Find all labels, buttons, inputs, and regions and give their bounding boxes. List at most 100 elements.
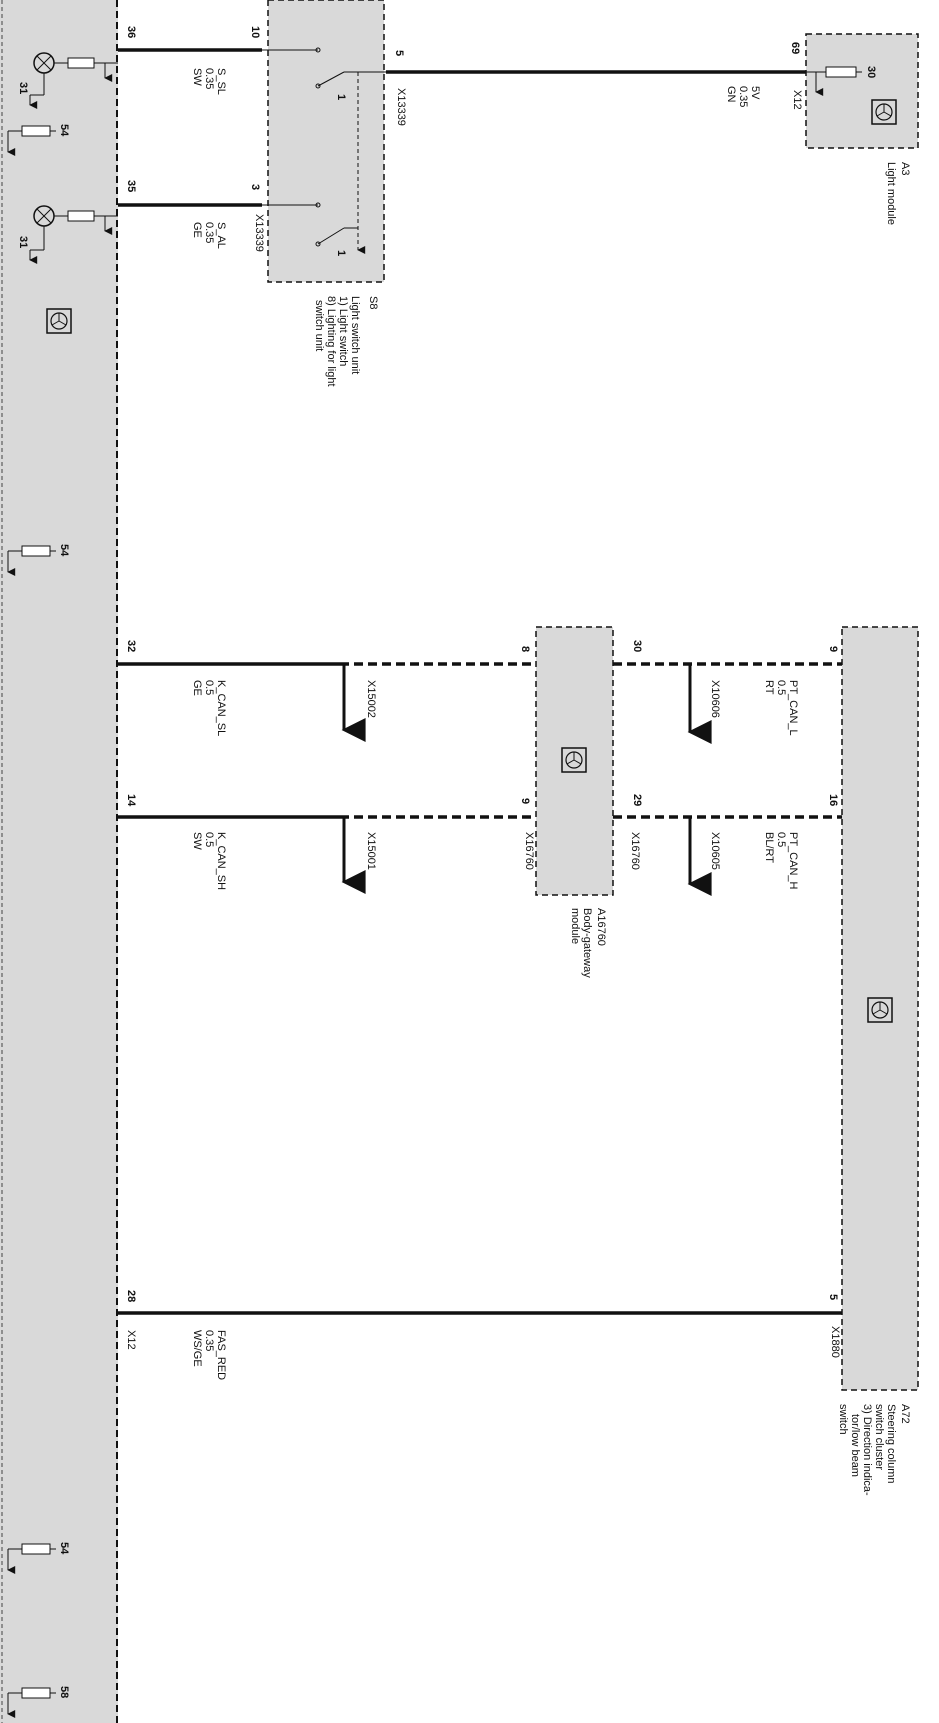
- wire-5v-pin-left: 5: [393, 50, 405, 56]
- wire-pt-can-h-color: BL/RT: [763, 832, 775, 863]
- wire-s-al-pin-right: 3: [249, 184, 261, 190]
- s8-light-switch-unit: 1 1 S8 Light switch unit 1) Light switch…: [262, 0, 386, 387]
- wire-k-can-sh: 14 9 K_CAN_SH 0.5 SW X15001: [118, 794, 536, 894]
- wire-pt-can-l-pin-left: 30: [631, 640, 643, 652]
- wire-pt-can-h-name: PT_CAN_H: [787, 832, 799, 890]
- wire-5v: 5 69 5V 0.35 GN X13339: [386, 42, 806, 126]
- s8-desc-3: 8) Lighting for light: [325, 296, 337, 387]
- s8-desc-4: switch unit: [313, 300, 325, 351]
- wire-5v-size: 0.35: [737, 86, 749, 107]
- wire-pt-can-h-pin-right: 16: [827, 794, 839, 806]
- a72-ref: A72: [899, 1404, 911, 1424]
- wire-s-sl-pin-left: 36: [125, 26, 137, 38]
- wire-pt-can-h: 29 16 PT_CAN_H 0.5 BL/RT X10605: [613, 794, 842, 896]
- wire-s-al-name: S_AL: [215, 222, 227, 249]
- lamp-2: 31: [17, 205, 118, 264]
- wire-pt-can-l-connector: X10606: [709, 680, 721, 718]
- a3-ref: A3: [899, 162, 911, 175]
- ground-58-bottom-label: 58: [58, 1686, 70, 1698]
- wire-5v-color: GN: [725, 86, 737, 103]
- wire-fas-red-pin-left: 28: [125, 1290, 137, 1302]
- wire-s-sl-pin-right: 10: [249, 26, 261, 38]
- ground-54-top-label: 54: [58, 124, 70, 137]
- ground-54-bottom-label: 54: [58, 1542, 70, 1555]
- ground-54-top: 54: [7, 124, 70, 156]
- wire-pt-can-h-size: 0.5: [775, 832, 787, 847]
- wire-k-can-sh-color: SW: [191, 832, 203, 850]
- s8-switch-1-pos: 1: [335, 94, 347, 100]
- a72-steering-column-switch-cluster: A72 Steering column switch cluster 3) Di…: [829, 626, 919, 1496]
- a72-desc-1: Steering column: [885, 1404, 897, 1484]
- ground-54-mid: 54: [7, 544, 70, 576]
- wire-fas-red-color: WS/GE: [191, 1330, 203, 1367]
- a3-pin-30: 30: [865, 66, 877, 78]
- wire-pt-can-l-pin-right: 9: [827, 646, 839, 652]
- wire-k-can-sh-name: K_CAN_SH: [215, 832, 227, 890]
- ground-54-mid-label: 54: [58, 544, 70, 557]
- s8-desc-2: 1) Light switch: [337, 296, 349, 366]
- wire-s-al: 35 3 S_AL 0.35 GE X13339: [118, 180, 265, 252]
- wire-k-can-sl: 32 8 K_CAN_SL 0.5 GE X15002: [118, 640, 536, 742]
- wire-k-can-sh-connector: X15001: [365, 832, 377, 870]
- lamp-1: 31: [17, 52, 118, 109]
- a3-light-module: 30 A3 Light module X12: [791, 33, 919, 225]
- wire-k-can-sh-pin-right: 9: [519, 798, 531, 804]
- wire-pt-can-h-pin-left: 29: [631, 794, 643, 806]
- wire-fas-red: 28 5 FAS_RED 0.35 WS/GE X12: [118, 1290, 842, 1380]
- lamp-ground-1-label: 31: [17, 82, 29, 94]
- wire-pt-can-l-size: 0.5: [775, 680, 787, 695]
- wire-pt-can-h-connector: X10605: [709, 832, 721, 870]
- wire-k-can-sl-pin-right: 8: [519, 646, 531, 652]
- wire-fas-red-size: 0.35: [203, 1330, 215, 1351]
- a16760-connector-left: X16760: [523, 832, 535, 870]
- mercedes-star-icon: [867, 997, 893, 1023]
- wire-5v-pin-right: 69: [789, 42, 801, 54]
- a72-desc-4: tor/low beam: [849, 1414, 861, 1477]
- s8-switch-2-pos: 1: [335, 250, 347, 256]
- wire-fas-red-pin-right: 5: [827, 1294, 839, 1300]
- ground-58-bottom: 58: [7, 1686, 70, 1718]
- wire-5v-connector: X13339: [395, 88, 407, 126]
- wire-s-sl-color: SW: [191, 68, 203, 86]
- s8-ref: S8: [367, 296, 379, 309]
- a16760-ref: A16760: [595, 908, 607, 946]
- wire-fas-red-connector: X12: [125, 1330, 137, 1350]
- wire-k-can-sl-size: 0.5: [203, 680, 215, 695]
- wire-k-can-sh-size: 0.5: [203, 832, 215, 847]
- a72-desc-2: switch cluster: [873, 1404, 885, 1470]
- ground-54-bottom: 54: [7, 1542, 70, 1574]
- wire-s-al-connector: X13339: [253, 214, 265, 252]
- a16760-connector-right: X16760: [629, 832, 641, 870]
- wire-s-al-size: 0.35: [203, 222, 215, 243]
- wire-k-can-sl-connector: X15002: [365, 680, 377, 718]
- a72-connector: X1880: [829, 1326, 841, 1358]
- left-module: [0, 0, 118, 1723]
- wire-s-sl-size: 0.35: [203, 68, 215, 89]
- a16760-desc-1: Body-gateway: [581, 908, 593, 978]
- wire-k-can-sl-color: GE: [191, 680, 203, 696]
- wire-s-sl-name: S_SL: [215, 68, 227, 95]
- a16760-desc-2: module: [569, 908, 581, 944]
- wire-s-al-pin-left: 35: [125, 180, 137, 192]
- mercedes-star-icon: [561, 747, 587, 773]
- s8-desc-1: Light switch unit: [349, 296, 361, 374]
- a3-desc: Light module: [885, 162, 897, 225]
- wire-k-can-sl-pin-left: 32: [125, 640, 137, 652]
- wire-fas-red-name: FAS_RED: [215, 1330, 227, 1380]
- a72-desc-5: switch: [837, 1404, 849, 1435]
- wire-k-can-sl-name: K_CAN_SL: [215, 680, 227, 736]
- wire-pt-can-l-name: PT_CAN_L: [787, 680, 799, 736]
- a16760-body-gateway-module: A16760 Body-gateway module X16760 X16760: [523, 626, 641, 978]
- a72-desc-3: 3) Direction indica-: [861, 1404, 873, 1496]
- wire-k-can-sh-pin-left: 14: [125, 794, 137, 807]
- wire-5v-name: 5V: [749, 86, 761, 100]
- wire-pt-can-l-color: RT: [763, 680, 775, 695]
- wire-s-sl: 36 10 S_SL 0.35 SW: [118, 26, 262, 95]
- mercedes-star-icon: [871, 99, 897, 125]
- wire-pt-can-l: 30 9 PT_CAN_L 0.5 RT X10606: [613, 640, 842, 744]
- a3-connector: X12: [791, 90, 803, 110]
- lamp-ground-2-label: 31: [17, 236, 29, 248]
- mercedes-star-icon: [46, 308, 72, 334]
- wire-s-al-color: GE: [191, 222, 203, 238]
